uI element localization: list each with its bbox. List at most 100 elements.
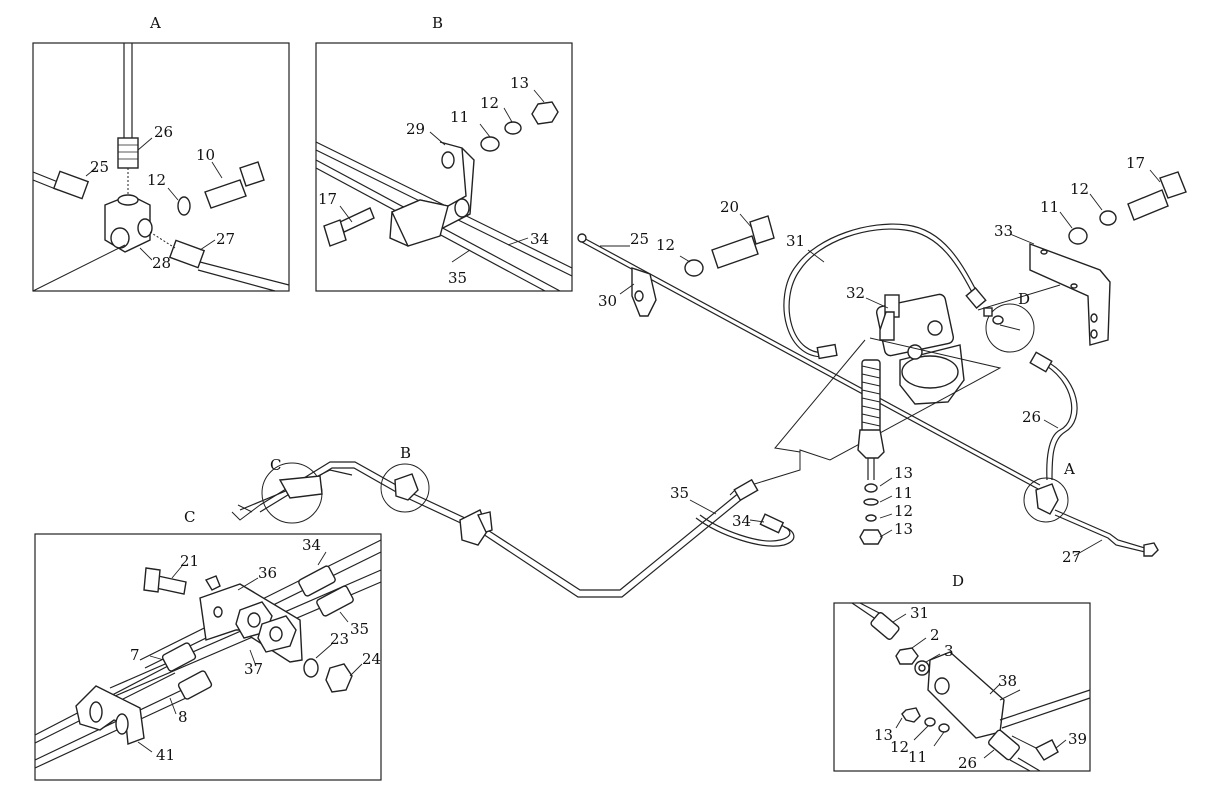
callout-c-36: 36 [258, 564, 277, 582]
fitting-31-top [965, 287, 987, 309]
detail-panel-c: C [34, 508, 382, 781]
fitting-26-main [1029, 351, 1053, 373]
bolt-17-main [1127, 189, 1169, 221]
callout-b-29: 29 [406, 120, 425, 138]
marker-d: D [1018, 290, 1030, 308]
callout-d-2: 2 [930, 626, 940, 644]
panel-c-frame [34, 533, 382, 781]
callout-main-31: 31 [786, 232, 805, 250]
washer-12-main [1099, 210, 1117, 226]
panel-b-frame [315, 42, 573, 292]
callout-main-11b: 11 [894, 484, 913, 502]
callout-a-28: 28 [152, 254, 171, 272]
callout-d-3: 3 [944, 642, 954, 660]
panel-d-title: D [952, 572, 964, 590]
callout-c-34: 34 [302, 536, 321, 554]
callout-c-35: 35 [350, 620, 369, 638]
callout-d-11: 11 [908, 748, 927, 766]
callout-main-12b: 12 [1070, 180, 1089, 198]
marker-b: B [400, 444, 411, 462]
callout-d-12: 12 [890, 738, 909, 756]
callout-c-7: 7 [130, 646, 140, 664]
fitting-34-main [759, 513, 785, 534]
callout-b-12: 12 [480, 94, 499, 112]
callout-main-25: 25 [630, 230, 649, 248]
rod-clevis [857, 429, 885, 459]
nut-24 [325, 663, 353, 693]
callout-c-23: 23 [330, 630, 349, 648]
flare-nut-34-c [298, 565, 336, 597]
fitting-26-d [988, 729, 1020, 761]
callout-main-32: 32 [846, 284, 865, 302]
callout-b-17: 17 [318, 190, 337, 208]
callout-b-34: 34 [530, 230, 549, 248]
nut-27-end [1143, 542, 1159, 557]
washer-12-main-lower [865, 514, 877, 522]
panel-b-title: B [432, 14, 443, 32]
washer-12-main-left [684, 259, 704, 277]
callout-main-20: 20 [720, 198, 739, 216]
callout-main-27: 27 [1062, 548, 1081, 566]
flare-nut-25 [52, 170, 90, 200]
callout-c-21: 21 [180, 552, 199, 570]
washer-12-d [924, 717, 936, 727]
callout-d-26: 26 [958, 754, 977, 772]
bracket-plate-38 [927, 651, 1005, 739]
detail-panel-a: A 26 25 10 [32, 14, 290, 292]
washer-12-b [504, 121, 522, 135]
callout-d-31: 31 [910, 604, 929, 622]
callout-a-25: 25 [90, 158, 109, 176]
detail-circle-a [1023, 477, 1069, 523]
callout-c-8: 8 [178, 708, 188, 726]
bolt-21 [155, 575, 187, 595]
callout-c-24: 24 [362, 650, 381, 668]
fitting-31-left [816, 343, 838, 360]
detail-circle-b [380, 463, 430, 513]
nut-13-main-top [864, 483, 878, 493]
callout-main-13b: 13 [894, 520, 913, 538]
nut-13-main-bottom [859, 529, 883, 545]
flare-nut-27 [168, 239, 206, 269]
callout-main-30: 30 [598, 292, 617, 310]
callout-main-12a: 12 [656, 236, 675, 254]
panel-a-frame [32, 42, 290, 292]
callout-main-35: 35 [670, 484, 689, 502]
callout-c-41: 41 [156, 746, 175, 764]
callout-a-12: 12 [147, 171, 166, 189]
detail-panel-d: D 31 2 3 [833, 572, 1091, 772]
callout-main-34: 34 [732, 512, 751, 530]
washer-23 [303, 658, 319, 678]
callout-d-39: 39 [1068, 730, 1087, 748]
panel-d-frame [833, 602, 1091, 772]
callout-main-33: 33 [994, 222, 1013, 240]
callout-d-38: 38 [998, 672, 1017, 690]
washer-11-b [480, 136, 500, 152]
bolt-20 [711, 235, 759, 269]
nut-13-d [901, 707, 921, 723]
flare-nut-8 [177, 670, 213, 700]
callout-a-10: 10 [196, 146, 215, 164]
bolt-17-b [339, 207, 375, 233]
detail-panel-b: B 13 12 11 29 17 34 35 [315, 14, 573, 292]
clamp-30 [631, 267, 657, 317]
washer-11-main-lower [863, 498, 879, 506]
fitting-35-main [733, 478, 759, 502]
callout-b-35: 35 [448, 269, 467, 287]
panel-a-title: A [149, 14, 161, 32]
flare-nut-26 [117, 137, 139, 169]
callout-main-26: 26 [1022, 408, 1041, 426]
callout-main-12c: 12 [894, 502, 913, 520]
mounting-bracket-33 [1029, 242, 1111, 346]
nut-13-b [531, 101, 559, 125]
bolt-39 [1034, 739, 1059, 761]
marker-c: C [270, 456, 281, 474]
fitting-31-d [870, 612, 900, 640]
main-assembly: 25 12 20 30 31 32 33 11 12 17 26 27 13 1… [231, 154, 1187, 598]
callout-main-17: 17 [1126, 154, 1145, 172]
callout-c-37: 37 [244, 660, 263, 678]
callout-b-13: 13 [510, 74, 529, 92]
detail-circle-d [985, 303, 1035, 353]
washer-12 [177, 196, 191, 216]
bolt-10 [204, 179, 247, 209]
